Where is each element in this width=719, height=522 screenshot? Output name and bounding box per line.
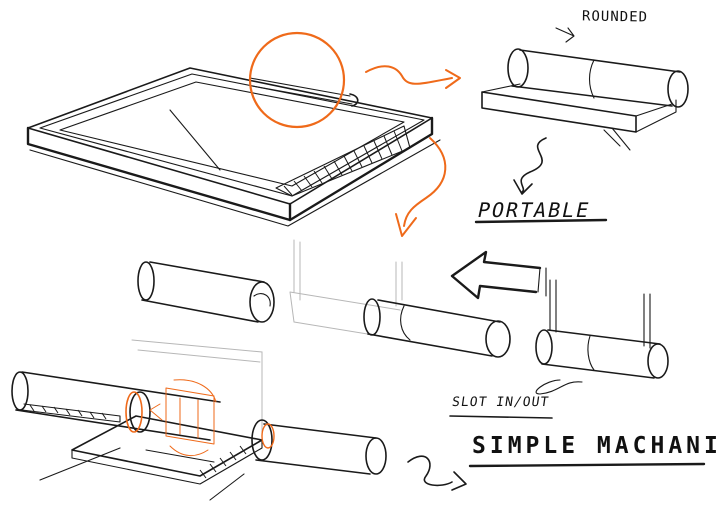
tray-sketch	[28, 68, 440, 226]
rounded-label: ROUNDED	[582, 8, 648, 25]
simple-mechanism-label: SIMPLE MACHANISM	[472, 433, 719, 459]
mechanism-sketch	[12, 340, 386, 500]
portable-label: PORTABLE	[475, 198, 592, 222]
simple-mechanism-underline	[470, 464, 704, 466]
arrow-to-portable	[521, 138, 546, 192]
cylinder-mounted-sketch	[536, 280, 668, 378]
slot-underline	[450, 416, 552, 418]
arrow-to-slot	[404, 138, 445, 226]
slide-direction-arrow	[452, 252, 540, 298]
arrow-to-rounded	[366, 66, 452, 84]
arrow-to-mechanism	[408, 456, 452, 485]
highlight-callouts	[250, 33, 460, 236]
rounded-cylinder-sketch	[482, 28, 688, 150]
slot-in-out-label: SLOT IN/OUT	[451, 395, 550, 410]
cylinder-solo-sketch	[138, 262, 274, 322]
